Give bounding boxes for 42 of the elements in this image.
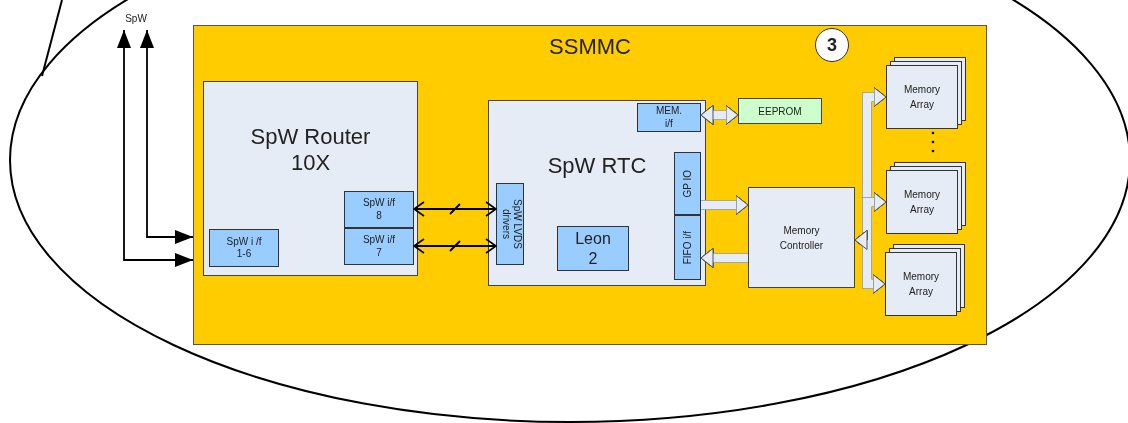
title: SpW RTC bbox=[547, 153, 647, 179]
arrow bbox=[413, 201, 497, 217]
controller-box bbox=[748, 187, 855, 288]
label-text: Memory Array bbox=[901, 270, 941, 299]
arrow bbox=[700, 105, 739, 125]
label-text: SpW i/f 8 bbox=[361, 197, 397, 222]
label-text: MEM. i/f bbox=[654, 105, 684, 130]
arrow bbox=[700, 248, 748, 268]
interface-box bbox=[209, 229, 279, 267]
block-box bbox=[203, 81, 418, 276]
label-text: SpW LVDS drivers bbox=[500, 198, 523, 251]
processor-box bbox=[557, 226, 629, 271]
memory-stack bbox=[885, 242, 965, 316]
interface-box bbox=[344, 228, 414, 265]
interface-box bbox=[637, 103, 701, 132]
label-text: Memory Array bbox=[902, 188, 942, 217]
memory-box bbox=[738, 98, 822, 124]
label-text: EEPROM bbox=[758, 105, 802, 117]
label-text: 3 bbox=[827, 34, 837, 56]
arrow bbox=[413, 238, 497, 254]
label-text: Memory Array bbox=[902, 83, 942, 112]
interface-box bbox=[674, 215, 701, 280]
label-text: SpW i/f 7 bbox=[361, 234, 397, 259]
signal-label: SpW bbox=[112, 8, 160, 28]
label-text: GP IO bbox=[682, 169, 693, 198]
title: SpW Router 10X bbox=[249, 124, 372, 176]
memory-stack bbox=[886, 55, 966, 129]
label-text: FIFO i/f bbox=[682, 230, 693, 265]
number-circle bbox=[815, 28, 849, 62]
interface-box bbox=[344, 191, 414, 228]
interface-box bbox=[496, 183, 524, 265]
label-text: Leon 2 bbox=[574, 229, 612, 268]
block-box bbox=[488, 100, 706, 286]
arrow bbox=[117, 29, 194, 267]
label-text: Memory Controller bbox=[778, 223, 825, 253]
module-panel bbox=[193, 25, 987, 345]
arrow bbox=[857, 227, 886, 294]
memory-stack bbox=[886, 160, 966, 234]
arrow bbox=[140, 29, 194, 244]
interface-box bbox=[674, 152, 701, 215]
label-text: SpW i /f 1-6 bbox=[225, 235, 263, 261]
title: SSMMC bbox=[549, 34, 631, 60]
